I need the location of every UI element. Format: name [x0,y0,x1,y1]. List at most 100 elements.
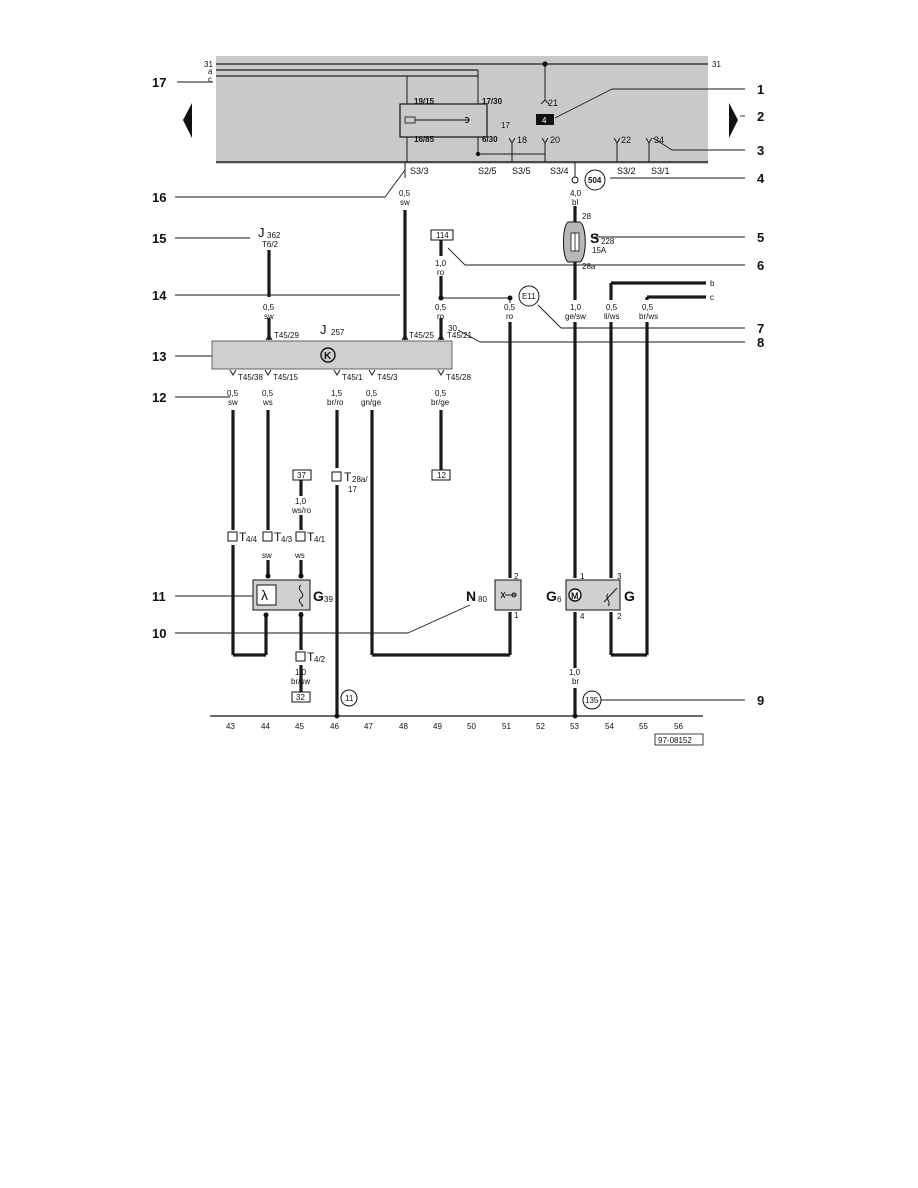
grid-55: 55 [639,722,648,731]
wire-color-t15: ws [262,398,273,407]
terminal-t45-29: T45/29 [274,331,299,340]
grid-50: 50 [467,722,476,731]
j257-label: J [320,322,327,337]
callout-14: 14 [152,288,167,303]
wire-size-gesw: 1,0 [570,303,582,312]
circle-e11: E11 [522,292,536,301]
j362-sub: 362 [267,231,281,240]
previous-page-arrow-icon[interactable] [183,103,192,138]
callout-9: 9 [757,693,764,708]
callout-16: 16 [152,190,166,205]
wire-color-t38: sw [228,398,238,407]
slot-34: 34 [654,135,664,145]
fuse-s228: S 228 15A 28 28a [563,212,615,271]
connector-s3-4: S3/4 [550,166,569,176]
callout-numbers: 1 2 3 4 5 6 7 8 9 10 11 12 13 14 15 16 1… [152,75,765,708]
callout-3: 3 [757,143,764,158]
wire-size-t28: 0,5 [435,389,447,398]
terminal-t28a: T [344,470,352,484]
callout-2: 2 [757,109,764,124]
relay-pin-19-15: 19/15 [414,97,435,106]
terminal-t45-1: T45/1 [342,373,363,382]
grid-44: 44 [261,722,270,731]
terminal-t45-38: T45/38 [238,373,263,382]
terminal-t4-4: T [239,530,247,544]
terminal-t45-3: T45/3 [377,373,398,382]
callout-6: 6 [757,258,764,273]
terminal-t45-28: T45/28 [446,373,471,382]
fuse-rating: 15A [592,246,607,255]
wire-color-liws: li/ws [604,312,620,321]
g6-label: G [546,588,557,604]
box-32: 32 [296,693,305,702]
wire-size-e11a: 0,5 [435,303,447,312]
grid-48: 48 [399,722,408,731]
wire-size-liws: 0,5 [606,303,618,312]
g-sender-label: G [624,588,635,604]
relay-j17: 19/15 17/30 16/85 6/30 17 [399,70,545,162]
wire-size-37: 1,0 [295,497,307,506]
circle-504: 504 [588,176,602,185]
wire-color-t1: br/ro [327,398,344,407]
callout-12: 12 [152,390,166,405]
slot-22: 22 [621,135,631,145]
wire-color-t42: br/sw [291,677,310,686]
wire-size-114: 1,0 [435,259,447,268]
g6-sub: 6 [557,595,562,604]
terminal-t4-1-sub: 4/1 [314,535,326,544]
callout-10: 10 [152,626,166,641]
connector-s3-3: S3/3 [410,166,429,176]
valve-n80: N 80 2 1 [466,572,522,620]
lambda-icon: λ [261,587,268,603]
wire-color-j362: sw [264,312,274,321]
wire-color-s33: sw [400,198,410,207]
box-114: 114 [436,231,449,240]
slot-18: 18 [517,135,527,145]
relay-pin-17-30: 17/30 [482,97,503,106]
wire-label-b: b [710,279,715,288]
wire-color-t41: ws [294,551,305,560]
wire-size-t38: 0,5 [227,389,239,398]
wire-color-ground: br [572,677,579,686]
wire-size-t1: 1,5 [331,389,343,398]
callout-13: 13 [152,349,166,364]
wire-color-37: ws/ro [291,506,312,515]
g39-label: G [313,588,324,604]
box-12: 12 [437,471,446,480]
box-37: 37 [297,471,306,480]
grid-47: 47 [364,722,373,731]
circle-135: 135 [585,696,599,705]
callout-11: 11 [152,589,166,604]
callout-15: 15 [152,231,166,246]
wire-color-504: bl [572,198,578,207]
fuel-pump-unit-g6: M G 6 G 1 4 3 2 [546,572,635,621]
slot-21: 21 [548,98,558,108]
grid-53: 53 [570,722,579,731]
terminal-t4-2: T [307,650,315,664]
callout-1: 1 [757,82,764,97]
relay-j17-sub: 17 [501,121,510,130]
g6-pin-1: 1 [580,572,585,581]
terminal-t45-25: T45/25 [409,331,434,340]
grid-56: 56 [674,722,683,731]
fuse-s228-sub: 228 [601,237,615,246]
connector-s3-2: S3/2 [617,166,636,176]
lambda-sensor-g39: λ G 39 [252,579,333,611]
wire-color-gesw: ge/sw [565,312,586,321]
grid-45: 45 [295,722,304,731]
figure-id: 97-08152 [658,736,692,745]
fuse-pin-28a: 28a [582,262,596,271]
g6-motor-icon: M [571,591,579,601]
wire-label-c: c [710,293,714,302]
j257-sub: 257 [331,328,345,337]
callout-leaders [175,81,745,701]
n80-pin-2: 2 [514,572,519,581]
grid-49: 49 [433,722,442,731]
g-pin-3: 3 [617,572,622,581]
j257-symbol: K [324,351,332,362]
wire-color-e11a: ro [437,312,445,321]
callout-8: 8 [757,335,764,350]
n80-pin-1: 1 [514,611,519,620]
terminal-t28a-pin: 17 [348,485,357,494]
next-page-arrow-icon[interactable] [729,103,738,138]
